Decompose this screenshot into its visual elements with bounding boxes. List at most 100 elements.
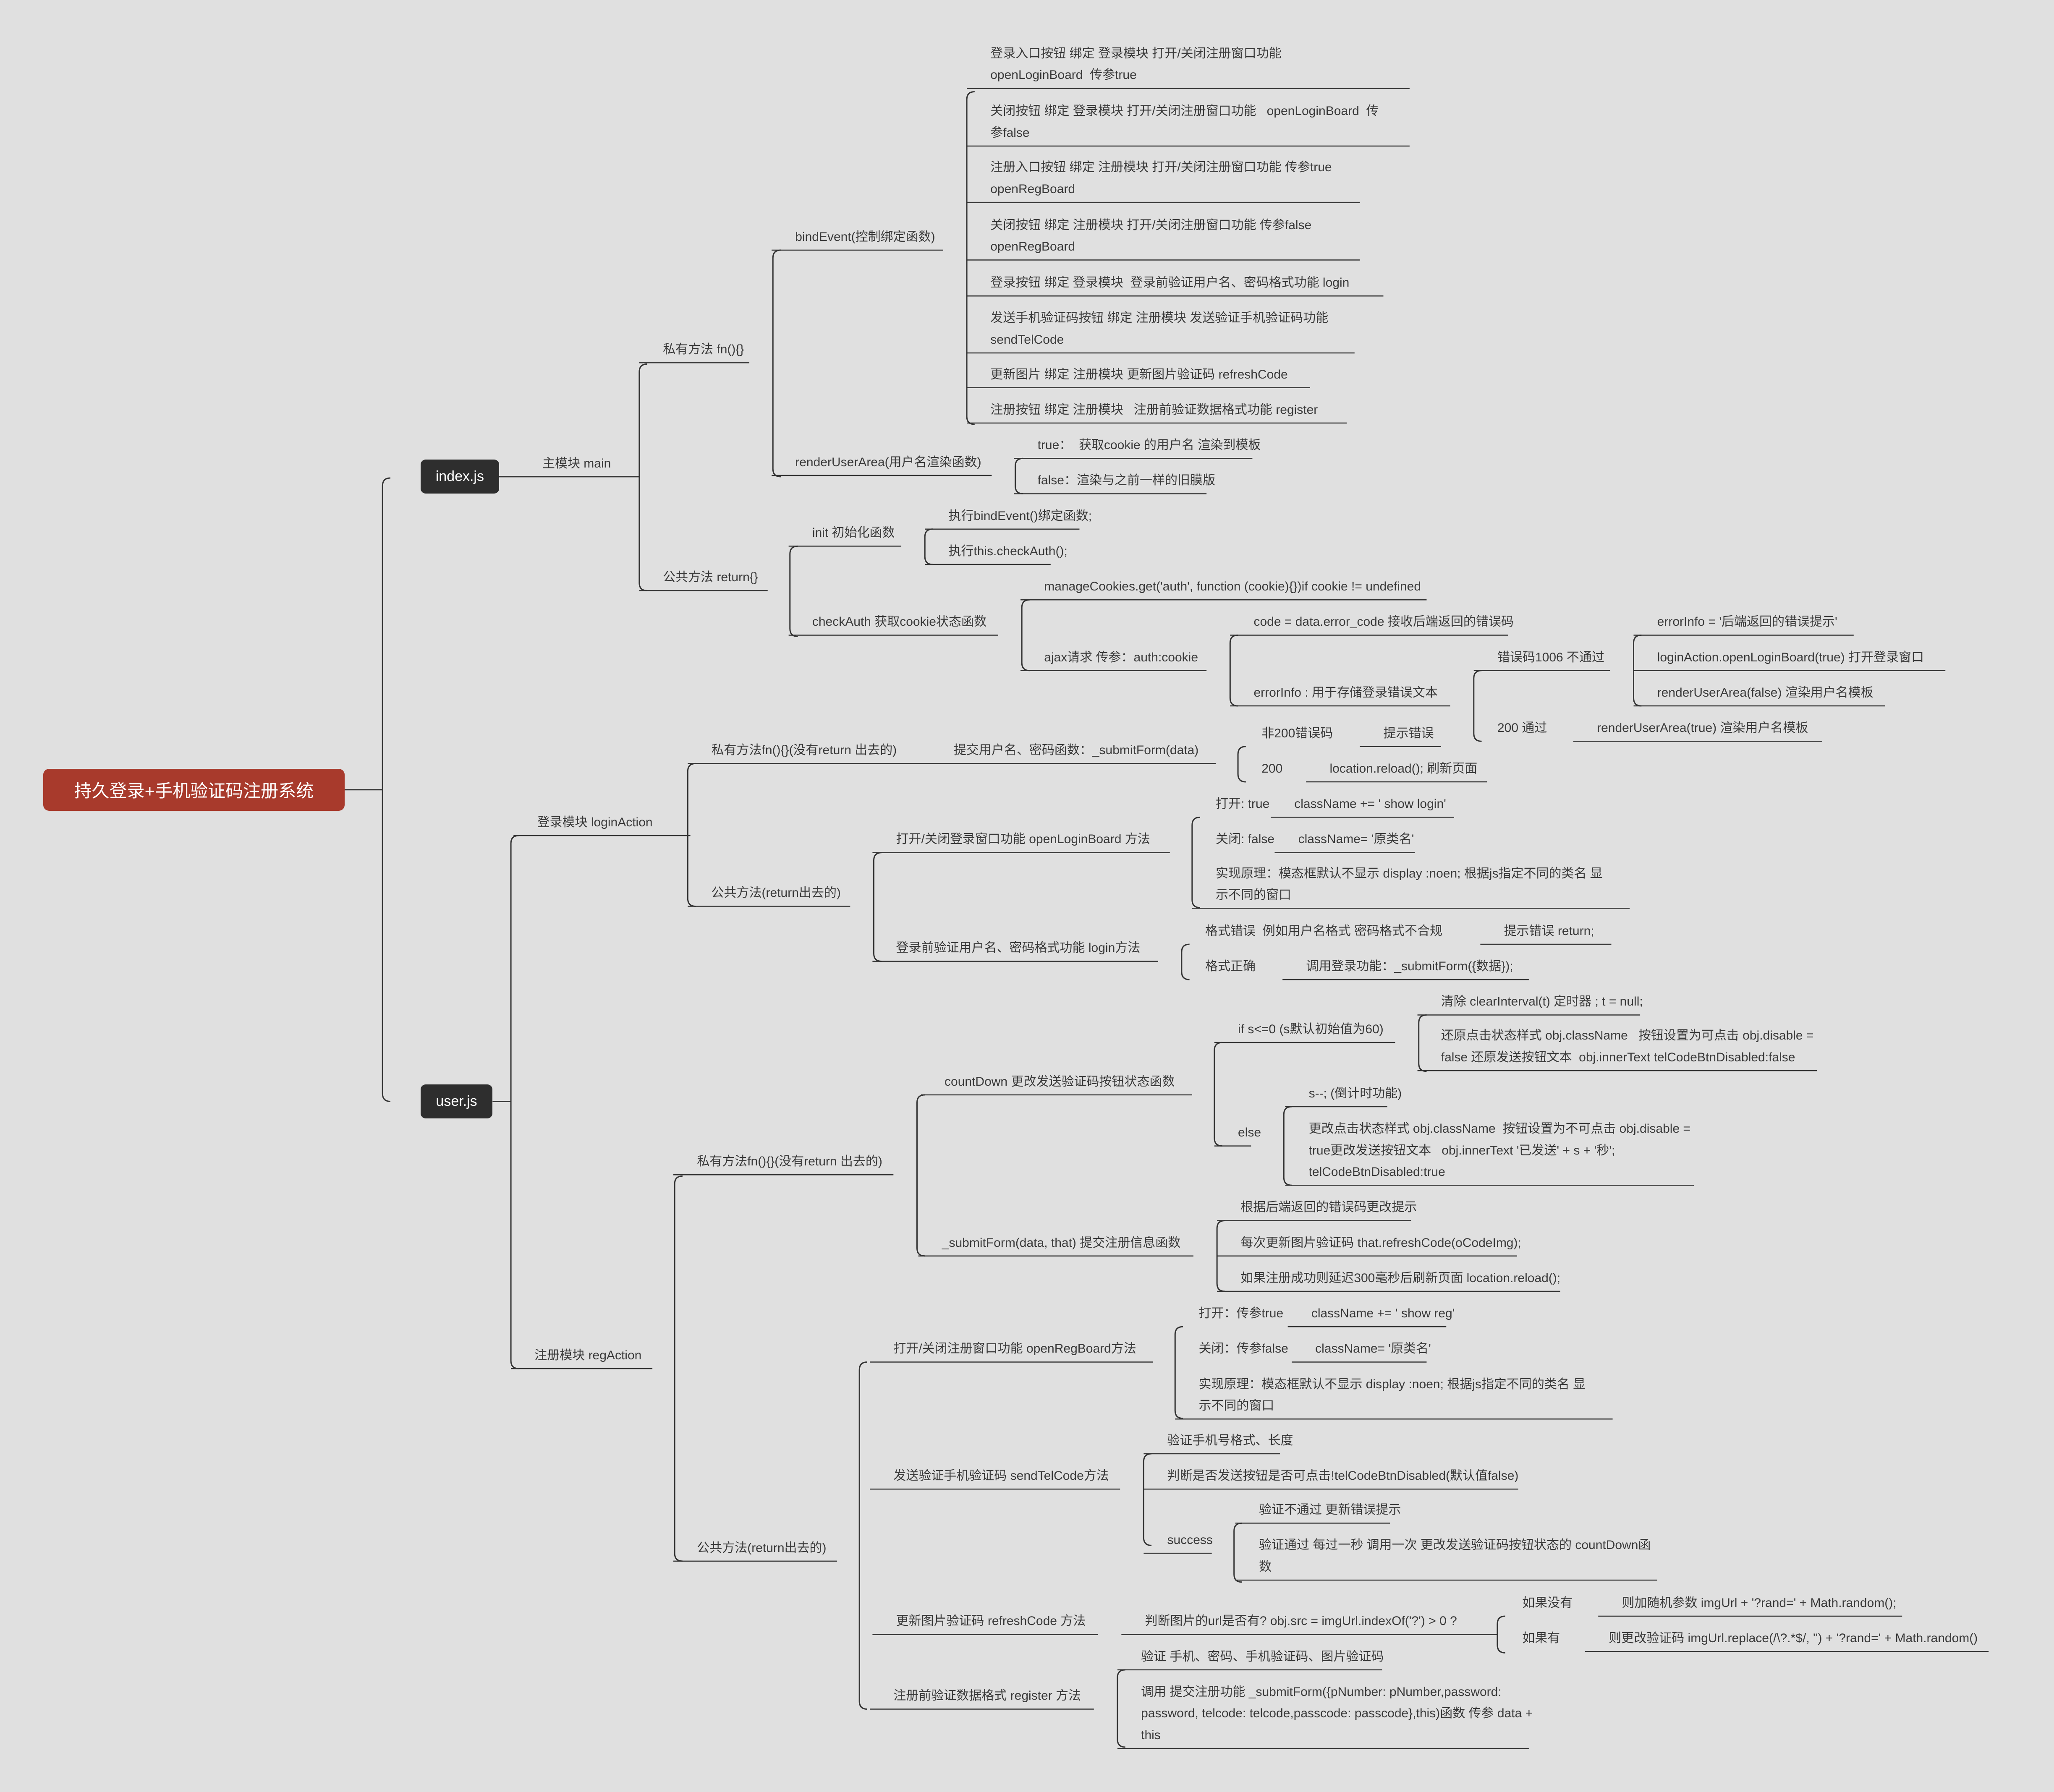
reg-open-true-class: className += ' show reg'	[1311, 1306, 1455, 1321]
send-tel-step-2: 判断是否发送按钮是否可点击!telCodeBtnDisabled(默认值fals…	[1167, 1469, 1519, 1483]
non-200: 非200错误码	[1261, 726, 1333, 740]
connector-line	[1418, 1014, 1427, 1072]
format-ok: 格式正确	[1205, 959, 1256, 974]
connector-line	[858, 1361, 867, 1710]
branch-renderUserArea: renderUserArea(用户名渲染函数)	[795, 455, 981, 469]
connector-line	[1233, 1522, 1242, 1583]
status-200-login: 200	[1261, 761, 1283, 776]
bindEvent-item: 注册入口按钮 绑定 注册模块 打开/关闭注册窗口功能 传参true	[990, 160, 1332, 175]
branch-main: 主模块 main	[542, 456, 611, 470]
branch-reg-public: 公共方法(return出去的)	[697, 1541, 827, 1555]
register-step-2: 调用 提交注册功能 _submitForm({pNumber: pNumber,…	[1141, 1685, 1502, 1699]
branch-public-methods: 公共方法 return{}	[663, 570, 758, 585]
refresh-if-no: 如果没有	[1522, 1596, 1573, 1610]
connector-line	[1174, 1326, 1183, 1419]
refreshCode: 更新图片验证码 refreshCode 方法	[896, 1614, 1086, 1628]
countdown-decrement: s--; (倒计时功能)	[1308, 1086, 1402, 1100]
register-step-2: this	[1141, 1728, 1161, 1742]
refresh-if-yes-result: 则更改验证码 imgUrl.replace(/\?.*$/, '') + '?r…	[1609, 1631, 1978, 1645]
bindEvent-item: 登录按钮 绑定 登录模块 登录前验证用户名、密码格式功能 login	[990, 276, 1350, 290]
reg-close-false-class: className= '原类名'	[1315, 1342, 1431, 1356]
bindEvent-item: openRegBoard	[990, 182, 1075, 196]
restore-state: false 还原发送按钮文本 obj.innerText telCodeBtnD…	[1441, 1050, 1795, 1064]
bindEvent-item: openRegBoard	[990, 240, 1075, 254]
connector-line	[510, 835, 519, 1369]
connector-line	[789, 545, 798, 637]
connector-line	[674, 1175, 683, 1562]
close-false: 关闭: false	[1216, 832, 1275, 846]
bindEvent-item: openLoginBoard 传参true	[990, 68, 1137, 82]
branch-checkAuth: checkAuth 获取cookie状态函数	[812, 615, 986, 629]
error-code: code = data.error_code 接收后端返回的错误码	[1253, 615, 1514, 629]
bindEvent-item: 参false	[990, 125, 1030, 140]
connector-line	[924, 528, 933, 565]
init-step-2: 执行this.checkAuth();	[948, 544, 1068, 558]
error-step-2: loginAction.openLoginBoard(true) 打开登录窗口	[1657, 650, 1924, 664]
success-pass: 验证通过 每过一秒 调用一次 更改发送验证码按钮状态的 countDown函	[1259, 1538, 1651, 1552]
main-topic-user-js[interactable]: user.js	[420, 1084, 493, 1119]
connector-line	[1229, 635, 1238, 707]
submit-reg-step-2: 每次更新图片验证码 that.refreshCode(oCodeImg);	[1240, 1236, 1521, 1250]
restore-state: 还原点击状态样式 obj.className 按钮设置为可点击 obj.disa…	[1441, 1029, 1814, 1043]
success-branch: success	[1167, 1533, 1213, 1547]
send-tel-step-1: 验证手机号格式、长度	[1167, 1433, 1293, 1447]
change-state: telCodeBtnDisabled:true	[1308, 1165, 1445, 1179]
login-method: 登录前验证用户名、密码格式功能 login方法	[896, 941, 1141, 955]
connector-line	[966, 91, 975, 425]
change-state: true更改发送按钮文本 obj.innerText '已发送' + s + '…	[1308, 1143, 1615, 1157]
reg-close-false: 关闭：传参false	[1198, 1342, 1288, 1356]
submit-reg-step-3: 如果注册成功则延迟300毫秒后刷新页面 location.reload();	[1240, 1271, 1561, 1285]
connector-line	[687, 763, 696, 907]
init-step-1: 执行bindEvent()绑定函数;	[948, 509, 1092, 523]
refresh-if-yes: 如果有	[1522, 1631, 1560, 1645]
else-branch: else	[1238, 1126, 1261, 1140]
connector-line	[382, 477, 391, 1102]
format-ok-result: 调用登录功能：_submitForm({数据});	[1306, 959, 1513, 974]
root-topic[interactable]: 持久登录+手机验证码注册系统	[43, 768, 345, 811]
submitForm-login: 提交用户名、密码函数：_submitForm(data)	[953, 743, 1199, 758]
connector-line	[1214, 1042, 1222, 1147]
register-step-1: 验证 手机、密码、手机验证码、图片验证码	[1141, 1649, 1384, 1664]
branch-private-methods: 私有方法 fn(){}	[663, 342, 744, 357]
connector-line	[873, 852, 882, 962]
connector-line	[1497, 1615, 1505, 1654]
open-true-class: className += ' show login'	[1294, 797, 1446, 811]
branch-init: init 初始化函数	[812, 526, 895, 540]
reg-principle: 示不同的窗口	[1198, 1399, 1274, 1413]
branch-login-private: 私有方法fn(){}(没有return 出去的)	[711, 743, 897, 758]
openLoginBoard: 打开/关闭登录窗口功能 openLoginBoard 方法	[896, 832, 1150, 846]
close-false-class: className= '原类名'	[1298, 832, 1414, 846]
bindEvent-item: 发送手机验证码按钮 绑定 注册模块 发送验证手机验证码功能	[990, 311, 1329, 325]
submitForm-reg: _submitForm(data, that) 提交注册信息函数	[942, 1236, 1181, 1250]
refresh-judge: 判断图片的url是否有? obj.src = imgUrl.indexOf('?…	[1145, 1614, 1457, 1628]
connector-line	[1143, 1453, 1152, 1546]
format-error: 格式错误 例如用户名格式 密码格式不合规	[1205, 924, 1443, 938]
main-topic-index-js[interactable]: index.js	[420, 460, 499, 494]
error-step-3: renderUserArea(false) 渲染用户名模板	[1657, 685, 1873, 700]
error-step-1: errorInfo = '后端返回的错误提示'	[1657, 615, 1837, 629]
bindEvent-item: 更新图片 绑定 注册模块 更新图片验证码 refreshCode	[990, 367, 1288, 381]
login-principle: 示不同的窗口	[1216, 888, 1291, 902]
success-fail: 验证不通过 更新错误提示	[1259, 1503, 1401, 1517]
bindEvent-item: 登录入口按钮 绑定 登录模块 打开/关闭注册窗口功能	[990, 46, 1282, 60]
manage-cookies: manageCookies.get('auth', function (cook…	[1044, 580, 1421, 594]
connector-line	[772, 249, 781, 478]
status-200: 200 通过	[1497, 721, 1547, 735]
if-s: if s<=0 (s默认初始值为60)	[1238, 1022, 1384, 1036]
connector-line	[1283, 1106, 1292, 1186]
connector-line	[1191, 816, 1200, 909]
render-true: true： 获取cookie 的用户名 渲染到模板	[1037, 438, 1261, 452]
status-200-reload: location.reload(); 刷新页面	[1329, 761, 1478, 776]
render-false: false：渲染与之前一样的旧膜版	[1037, 473, 1215, 488]
openRegBoard: 打开/关闭注册窗口功能 openRegBoard方法	[893, 1342, 1136, 1356]
error-info: errorInfo : 用于存储登录错误文本	[1253, 685, 1438, 700]
error-1006: 错误码1006 不通过	[1497, 650, 1605, 664]
branch-loginAction: 登录模块 loginAction	[537, 815, 653, 829]
ajax-request: ajax请求 传参：auth:cookie	[1044, 650, 1198, 664]
sendTelCode: 发送验证手机验证码 sendTelCode方法	[893, 1469, 1109, 1483]
connector-line	[1216, 1220, 1225, 1292]
format-error-result: 提示错误 return;	[1504, 924, 1594, 938]
bindEvent-item: 关闭按钮 绑定 登录模块 打开/关闭注册窗口功能 openLoginBoard …	[990, 104, 1379, 118]
branch-regAction: 注册模块 regAction	[534, 1348, 642, 1362]
